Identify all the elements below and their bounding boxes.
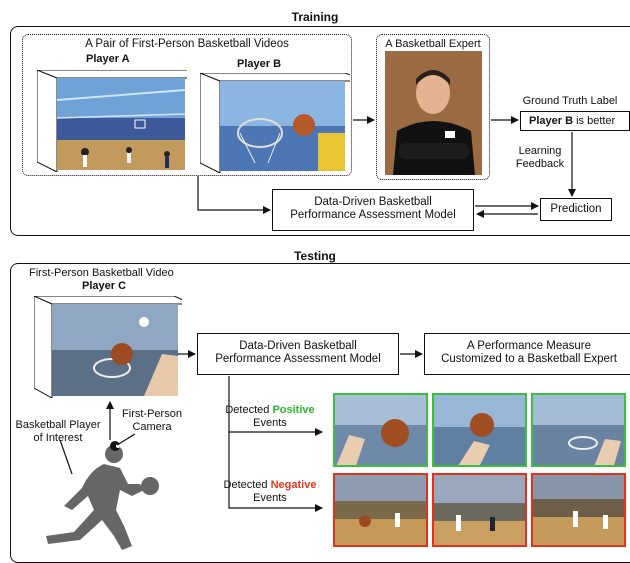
neg-prefix: Detected xyxy=(223,479,271,491)
camera-label: First-Person Camera xyxy=(117,408,187,434)
positive-frame-1 xyxy=(333,393,428,467)
neg-suffix: Events xyxy=(253,492,287,504)
prediction-box: Prediction xyxy=(540,198,612,221)
pair-caption: A Pair of First-Person Basketball Videos xyxy=(85,38,289,50)
pos-prefix: Detected xyxy=(225,404,273,416)
player-of-interest-label: Basketball Player of Interest xyxy=(8,419,108,445)
feedback-line2: Feedback xyxy=(515,158,565,170)
testing-model-line1: Data-Driven Basketball xyxy=(239,340,357,352)
pos-word: Positive xyxy=(272,404,315,416)
testing-model-line2: Performance Assessment Model xyxy=(215,353,381,365)
negative-frame-1 xyxy=(333,473,428,547)
negative-frame-3 xyxy=(531,473,626,547)
testing-model-box: Data-Driven Basketball Performance Asses… xyxy=(197,333,399,375)
expert-photo xyxy=(385,51,482,175)
pointer-camera xyxy=(116,433,136,446)
gt-player: Player B xyxy=(529,115,574,127)
measure-line1: A Performance Measure xyxy=(466,340,591,352)
player-c-label: Player C xyxy=(82,280,127,292)
test-video-caption: First-Person Basketball Video xyxy=(29,267,174,279)
video-pair-group xyxy=(22,34,352,176)
training-model-line2: Performance Assessment Model xyxy=(290,209,456,221)
training-panel xyxy=(10,26,630,236)
learning-feedback: Learning Feedback xyxy=(510,145,570,171)
negative-frame-2 xyxy=(432,473,527,547)
expert-caption: A Basketball Expert xyxy=(385,38,481,50)
player-c-video xyxy=(34,296,182,398)
interest-line1: Basketball Player xyxy=(15,419,101,431)
pointer-player xyxy=(59,439,73,475)
measure-box: A Performance Measure Customized to a Ba… xyxy=(424,333,630,375)
positive-events-label: Detected Positive Events xyxy=(225,404,315,430)
player-silhouette-icon xyxy=(46,441,159,550)
player-b-label: Player B xyxy=(237,58,282,70)
expert-group xyxy=(376,34,490,180)
negative-events-label: Detected Negative Events xyxy=(220,479,320,505)
arrow-to-positive xyxy=(228,376,323,436)
arrow-to-negative xyxy=(228,432,323,512)
testing-title: Testing xyxy=(294,249,336,263)
camera-line2: Camera xyxy=(132,421,172,433)
arrow-pair-to-model xyxy=(197,176,271,214)
measure-line2: Customized to a Basketball Expert xyxy=(441,353,617,365)
training-title: Training xyxy=(291,10,339,24)
player-a-video xyxy=(37,70,187,172)
training-model-line1: Data-Driven Basketball xyxy=(314,196,432,208)
player-b-video xyxy=(200,73,350,173)
interest-line2: of Interest xyxy=(33,432,83,444)
gt-suffix: is better xyxy=(573,115,616,127)
ground-truth-title: Ground Truth Label xyxy=(522,95,618,107)
feedback-line1: Learning xyxy=(518,145,562,157)
positive-frame-2 xyxy=(432,393,527,467)
neg-word: Negative xyxy=(270,479,317,491)
pos-suffix: Events xyxy=(253,417,287,429)
positive-frame-3 xyxy=(531,393,626,467)
camera-line1: First-Person xyxy=(122,408,182,420)
player-a-label: Player A xyxy=(86,53,130,65)
training-model-box: Data-Driven Basketball Performance Asses… xyxy=(272,189,474,231)
